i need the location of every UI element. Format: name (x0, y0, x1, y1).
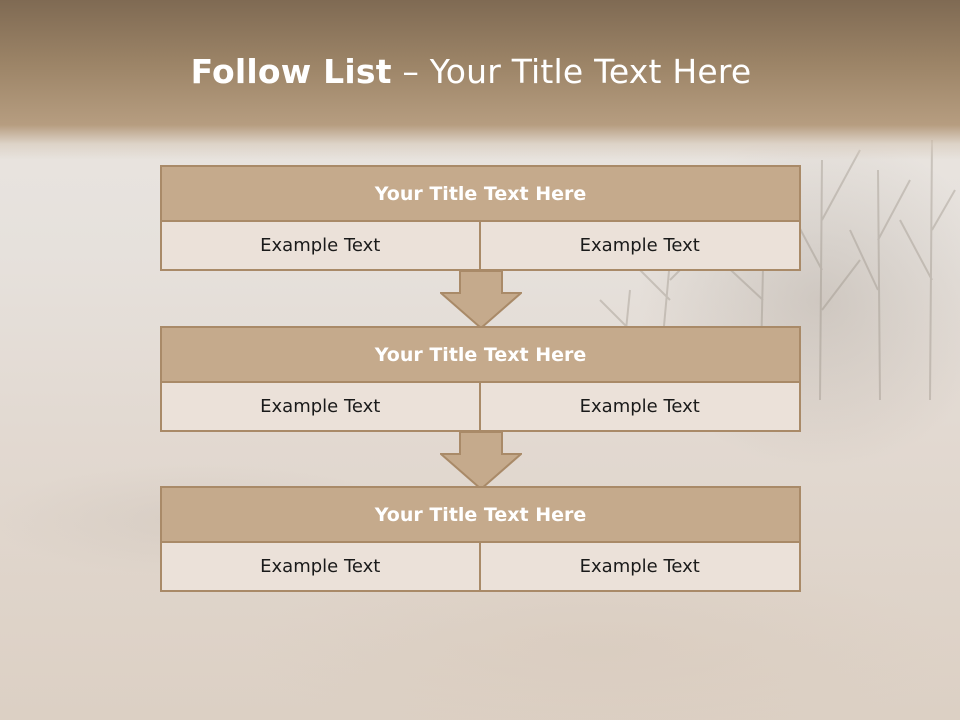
step-cell-left: Example Text (160, 222, 481, 271)
step-title: Your Title Text Here (160, 165, 801, 222)
step-block-2: Your Title Text Here Example Text Exampl… (160, 326, 801, 432)
slide-title-bold: Follow List (190, 52, 392, 91)
step-block-1: Your Title Text Here Example Text Exampl… (160, 165, 801, 271)
step-cell-left: Example Text (160, 383, 481, 432)
step-cell-right: Example Text (480, 543, 801, 592)
step-row: Example Text Example Text (160, 543, 801, 592)
step-cell-left: Example Text (160, 543, 481, 592)
step-title: Your Title Text Here (160, 486, 801, 543)
step-row: Example Text Example Text (160, 222, 801, 271)
slide-title: Follow List – Your Title Text Here (0, 52, 942, 91)
header-band (0, 0, 960, 160)
step-row: Example Text Example Text (160, 383, 801, 432)
background-trees-image (599, 140, 956, 400)
step-cell-right: Example Text (480, 383, 801, 432)
down-arrow-icon (440, 271, 522, 329)
step-title: Your Title Text Here (160, 326, 801, 383)
step-block-3: Your Title Text Here Example Text Exampl… (160, 486, 801, 592)
step-cell-right: Example Text (480, 222, 801, 271)
down-arrow-icon (440, 432, 522, 490)
slide-title-rest: – Your Title Text Here (391, 52, 752, 91)
